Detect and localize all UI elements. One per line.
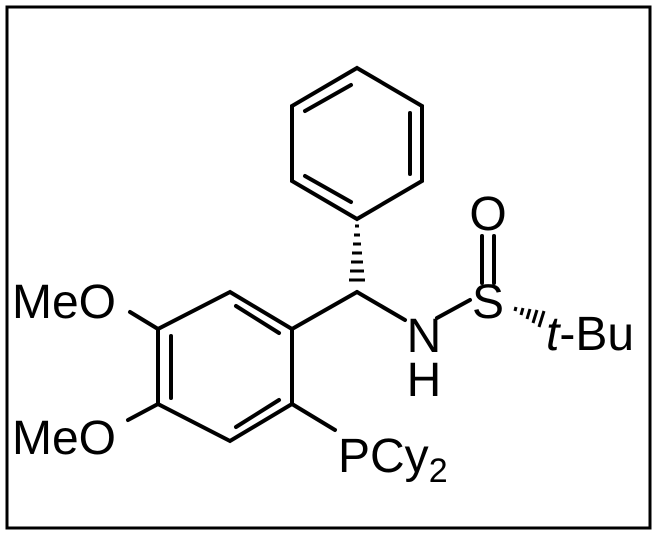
tert-butyl-t: t bbox=[546, 308, 561, 361]
hashed-wedge-phenyl bbox=[349, 224, 365, 282]
nitrogen-label: N bbox=[407, 310, 442, 363]
oxygen-label: O bbox=[469, 188, 506, 241]
sulfur-label: S bbox=[472, 276, 504, 329]
bond-aryl-phosphorus bbox=[290, 402, 337, 432]
figure-frame bbox=[5, 5, 652, 530]
tert-butyl-label: t-Bu bbox=[546, 308, 634, 361]
pcy2-label: PCy2 bbox=[338, 430, 448, 490]
bond-nitrogen-sulfur bbox=[435, 298, 472, 320]
pcy-subscript: 2 bbox=[429, 452, 448, 490]
aryl-inner-bond-3 bbox=[234, 398, 281, 429]
hashed-wedge-sulfur bbox=[513, 306, 546, 328]
aryl-ring-outline bbox=[156, 289, 294, 444]
meo-top-label: MeO bbox=[12, 276, 116, 329]
phenyl-inner-bond-1 bbox=[303, 83, 353, 113]
aryl-inner-bond-1 bbox=[234, 304, 281, 335]
phenyl-inner-bond-3 bbox=[303, 174, 353, 204]
meo-bottom-label: MeO bbox=[12, 412, 116, 465]
tert-butyl-rest: -Bu bbox=[559, 308, 634, 361]
phenyl-ring bbox=[290, 65, 424, 222]
bond-aryl-meo-bottom bbox=[126, 402, 160, 422]
pcy-text: PCy bbox=[338, 430, 429, 483]
bond-aryl-stereocenter bbox=[290, 290, 359, 331]
hydrogen-label: H bbox=[407, 354, 442, 407]
aryl-ring bbox=[156, 289, 294, 444]
phenyl-ring-outline bbox=[290, 65, 424, 222]
bond-stereocenter-nitrogen bbox=[355, 290, 407, 322]
bond-aryl-meo-top bbox=[128, 310, 160, 331]
